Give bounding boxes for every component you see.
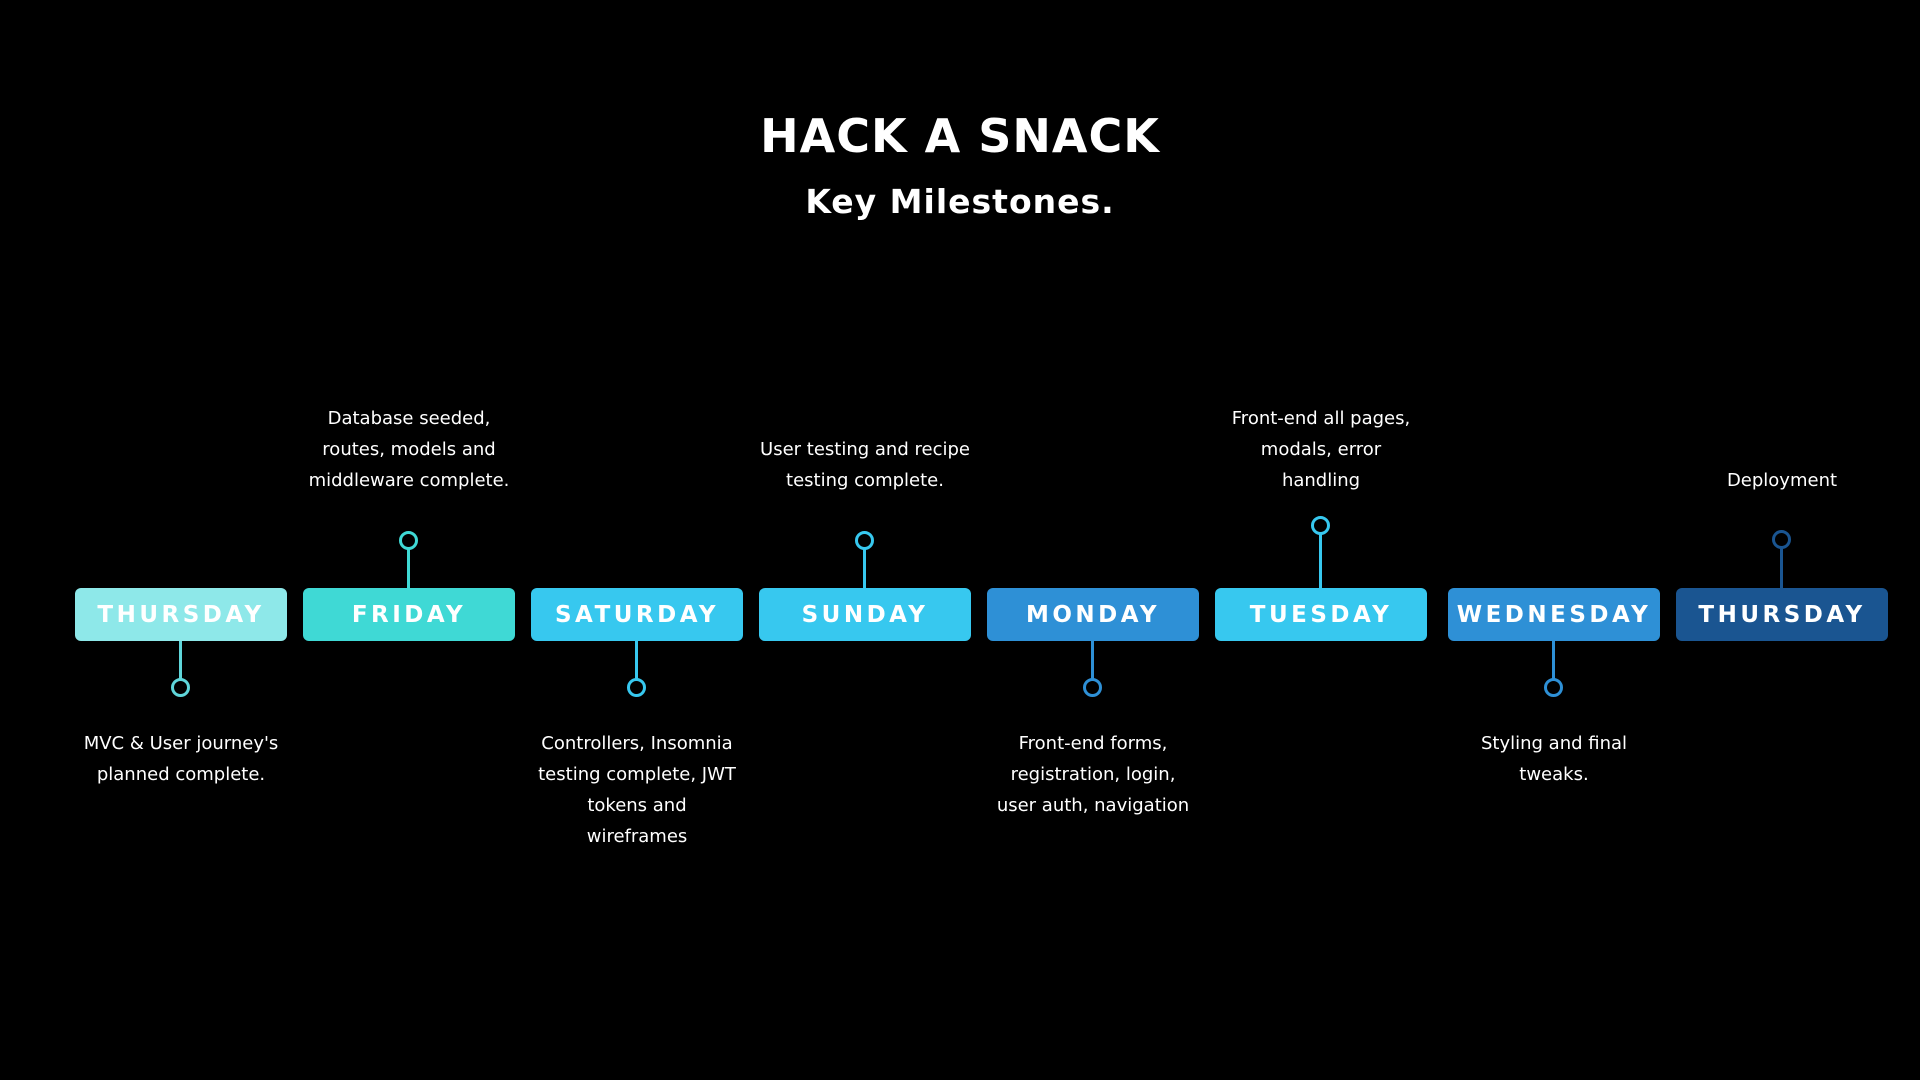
day-label: SUNDAY xyxy=(759,588,971,641)
day-label: FRIDAY xyxy=(303,588,515,641)
milestone-6: TUESDAY Front-end all pages, modals, err… xyxy=(1215,0,1427,1080)
milestone-5: MONDAY Front-end forms, registration, lo… xyxy=(987,0,1199,1080)
milestone-description: Deployment xyxy=(1726,470,1838,491)
day-label: TUESDAY xyxy=(1215,588,1427,641)
milestone-description: User testing and recipe testing complete… xyxy=(760,439,970,491)
milestone-description: Styling and final tweaks. xyxy=(1480,733,1628,785)
connector-line xyxy=(863,548,866,588)
milestone-2: FRIDAY Database seeded, routes, models a… xyxy=(303,0,515,1080)
day-label: THURSDAY xyxy=(75,588,287,641)
milestone-node-icon xyxy=(1772,530,1791,549)
page-subtitle: Key Milestones. xyxy=(805,182,1115,221)
milestone-4: SUNDAY User testing and recipe testing c… xyxy=(759,0,971,1080)
milestone-description: Controllers, Insomnia testing complete, … xyxy=(538,733,736,847)
milestone-node-icon xyxy=(855,531,874,550)
connector-line xyxy=(1780,547,1783,588)
page-title: HACK A SNACK xyxy=(760,109,1160,163)
connector-line xyxy=(407,548,410,588)
milestone-description: Front-end forms, registration, login, us… xyxy=(996,733,1190,816)
milestone-node-icon xyxy=(171,678,190,697)
milestone-description: Database seeded, routes, models and midd… xyxy=(308,408,510,491)
connector-line xyxy=(1091,641,1094,680)
day-label: WEDNESDAY xyxy=(1448,588,1660,641)
day-label: SATURDAY xyxy=(531,588,743,641)
milestone-3: SATURDAY Controllers, Insomnia testing c… xyxy=(531,0,743,1080)
milestone-8: THURSDAY Deployment xyxy=(1676,0,1888,1080)
day-label: THURSDAY xyxy=(1676,588,1888,641)
connector-line xyxy=(1552,641,1555,680)
milestone-node-icon xyxy=(627,678,646,697)
milestone-description: Front-end all pages, modals, error handl… xyxy=(1231,408,1411,491)
milestone-7: WEDNESDAY Styling and final tweaks. xyxy=(1448,0,1660,1080)
milestone-node-icon xyxy=(1544,678,1563,697)
milestone-node-icon xyxy=(399,531,418,550)
milestone-node-icon xyxy=(1311,516,1330,535)
day-label: MONDAY xyxy=(987,588,1199,641)
connector-line xyxy=(179,641,182,680)
milestone-description: MVC & User journey's planned complete. xyxy=(83,733,279,785)
connector-line xyxy=(635,641,638,680)
connector-line xyxy=(1319,533,1322,588)
milestone-1: THURSDAY MVC & User journey's planned co… xyxy=(75,0,287,1080)
milestone-node-icon xyxy=(1083,678,1102,697)
